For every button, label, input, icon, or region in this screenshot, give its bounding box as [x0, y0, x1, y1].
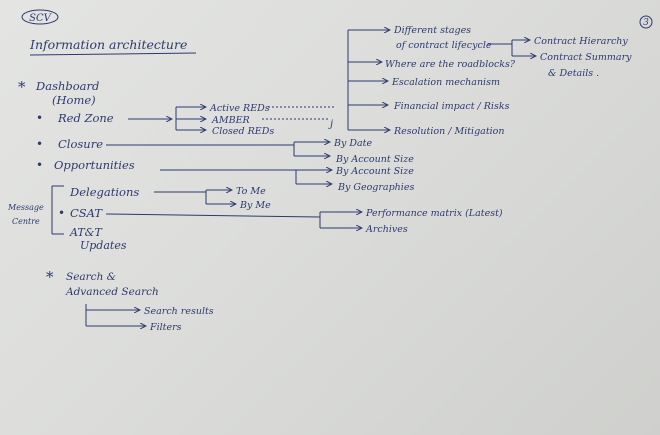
bullet-csat: •	[58, 206, 65, 220]
bullet-opportunities: •	[36, 158, 43, 172]
detail-resolution: Resolution / Mitigation	[393, 126, 505, 137]
bullet-closure: •	[36, 137, 43, 151]
contract-summary-1: Contract Summary	[540, 52, 632, 63]
title-underline	[29, 52, 197, 56]
item-csat: CSAT	[70, 206, 103, 220]
page-number-circle	[639, 15, 653, 29]
detail-roadblocks: Where are the roadblocks?	[385, 59, 516, 70]
closure-child-size: By Account Size	[335, 154, 414, 165]
page-number: 3	[643, 18, 649, 28]
closure-child-date: By Date	[333, 138, 372, 149]
red-child-closed: Closed REDs	[212, 126, 274, 137]
item-opportunities: Opportunities	[54, 158, 135, 172]
search-child-results: Search results	[144, 306, 214, 317]
csat-child-archives: Archives	[365, 224, 408, 235]
search-star: *	[46, 268, 54, 286]
delegation-child-by-me: By Me	[239, 200, 271, 211]
tag-label: SCV	[29, 13, 53, 24]
detail-financial: Financial impact / Risks	[393, 101, 510, 112]
red-child-active: Active REDs	[209, 103, 270, 114]
tag-oval	[21, 9, 59, 25]
search-child-filters: Filters	[149, 322, 182, 333]
dashboard-sub: (Home)	[52, 93, 96, 107]
bracket-mark: j	[328, 119, 333, 130]
item-closure: Closure	[58, 137, 103, 151]
red-child-amber: AMBER	[211, 115, 250, 126]
item-red-zone: Red Zone	[57, 111, 114, 125]
page-title: Information architecture	[29, 37, 187, 52]
dashboard-label: Dashboard	[35, 79, 99, 93]
detail-stages-1: Different stages	[393, 25, 471, 36]
detail-stages-2: of contract lifecycle	[396, 40, 492, 51]
detail-escalation: Escalation mechanism	[391, 77, 500, 88]
search-label: Search &	[66, 271, 116, 283]
dashboard-star: *	[18, 78, 26, 96]
delegation-child-to-me: To Me	[236, 186, 266, 197]
message-centre-label-2: Centre	[12, 217, 40, 226]
csat-child-performance: Performance matrix (Latest)	[365, 208, 503, 219]
opp-child-geo: By Geographies	[337, 182, 414, 193]
contract-hierarchy: Contract Hierarchy	[534, 36, 628, 47]
message-centre-label-1: Message	[7, 203, 44, 212]
bullet-red-zone: •	[36, 111, 43, 125]
search-sub: Advanced Search	[65, 286, 159, 298]
opp-child-size: By Account Size	[335, 166, 414, 177]
item-delegations: Delegations	[69, 185, 139, 199]
contract-summary-2: & Details .	[548, 68, 599, 79]
item-att-updates-1: AT&T	[69, 226, 103, 239]
item-att-updates-2: Updates	[80, 239, 127, 252]
connector-csat	[105, 213, 321, 218]
